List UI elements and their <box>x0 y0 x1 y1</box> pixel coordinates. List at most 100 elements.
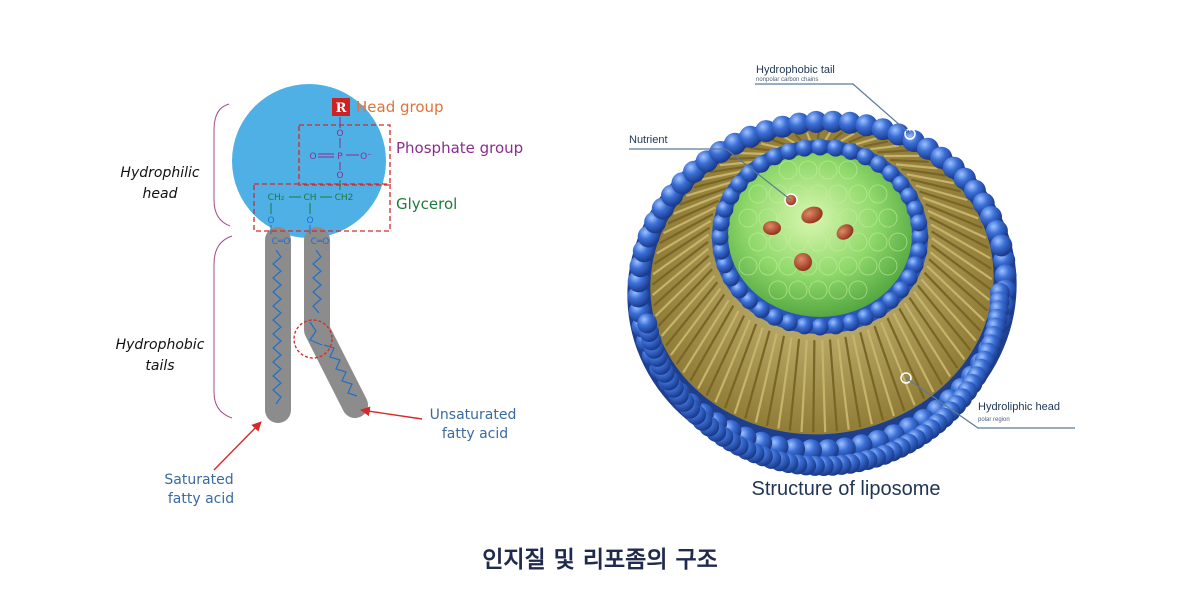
inner-head-bead <box>892 281 910 299</box>
core-cell <box>778 160 798 180</box>
tail-strand <box>675 293 726 365</box>
inner-head-bead <box>842 142 860 160</box>
tail-strand <box>693 175 736 189</box>
saturated-arrow <box>213 421 262 471</box>
core-cell <box>798 160 818 180</box>
tail-strand <box>913 291 966 361</box>
tail-strand <box>701 170 741 181</box>
tail-strand <box>749 146 773 152</box>
inner-head-bead <box>730 281 748 299</box>
tail-strand <box>929 216 990 249</box>
nutrient-particle <box>801 206 823 224</box>
core-cell <box>858 256 878 276</box>
tail-strand <box>653 226 711 265</box>
tail-strand <box>652 254 710 307</box>
outer-head-bead <box>627 285 650 308</box>
core-cell <box>848 184 868 204</box>
nutrient-label: Nutrient <box>629 134 668 146</box>
tail-strand <box>927 209 987 239</box>
core-cell <box>738 256 758 276</box>
atom-o-double: O <box>309 152 316 162</box>
tail-strand <box>714 319 751 403</box>
tail-strand <box>697 310 740 390</box>
tail-strand <box>923 271 982 332</box>
saturated-label-1: Saturated <box>164 472 233 488</box>
unsaturated-tail <box>304 227 368 418</box>
tail-callout-dot <box>904 128 916 140</box>
tail-strand <box>848 134 867 144</box>
outer-head-bead <box>990 234 1013 257</box>
inner-head-bead <box>811 138 829 156</box>
tail-strand <box>805 132 812 141</box>
inner-head-bead <box>766 308 784 326</box>
core-cell <box>758 256 778 276</box>
hydrophobic-tails-label-1: Hydrophobic <box>116 337 205 353</box>
inner-head-bead <box>766 148 784 166</box>
hydrophobic-bracket <box>213 235 233 419</box>
core-cell <box>738 208 758 228</box>
tail-strand <box>682 299 730 374</box>
core-cell <box>858 208 878 228</box>
tail-strand <box>925 203 983 230</box>
core-texture <box>738 160 908 300</box>
atom-o-minus: O⁻ <box>360 152 372 162</box>
tail-strand <box>928 258 989 312</box>
figure-caption: 인지질 및 리포좀의 구조 <box>482 547 718 573</box>
core-cell <box>868 232 888 252</box>
tail-strand <box>832 131 844 141</box>
carbonyl-left: C═O <box>272 237 291 247</box>
tail-strand <box>906 173 954 185</box>
inner-head-bead <box>906 256 924 274</box>
inner-head-bead <box>740 164 758 182</box>
hydrophilic-head-label-2: head <box>143 186 178 202</box>
r-badge <box>332 98 350 116</box>
inner-head-bead <box>827 139 845 157</box>
tail-strand <box>836 338 850 430</box>
atom-o-ester-right: O <box>306 216 313 226</box>
inner-head-bead <box>752 301 770 319</box>
tail-callout-line <box>755 83 911 135</box>
glycerol-box <box>253 183 391 232</box>
tail-strand <box>844 336 862 428</box>
inner-head-bead <box>795 317 813 335</box>
head-group-label: Head group <box>356 98 444 116</box>
outer-head-bead <box>822 110 844 133</box>
liposome-diagram: Hydrophobic tail nonpolar carbon chains … <box>627 64 1075 500</box>
inner-head-bead <box>716 256 734 274</box>
inner-head-bead <box>856 308 874 326</box>
inner-head-bead <box>712 242 730 260</box>
inner-head-bead <box>882 292 900 310</box>
core-cell <box>788 232 808 252</box>
inner-head-bead <box>900 187 918 205</box>
tail-strand <box>824 131 832 141</box>
inner-head-bead <box>712 214 730 232</box>
glycerol-label: Glycerol <box>396 195 457 213</box>
tail-strand <box>783 135 796 145</box>
tail-strand <box>880 321 916 406</box>
tail-strand <box>673 193 723 215</box>
outer-head-bead <box>771 115 794 138</box>
head-callout-dot <box>900 372 912 384</box>
tail-strand <box>901 168 947 177</box>
hydrophilic-head-sublabel: polar region <box>978 417 1010 423</box>
tail-strand <box>917 284 972 351</box>
liposome-title: Structure of liposome <box>752 478 941 500</box>
tail-strand <box>689 305 735 382</box>
unsaturated-label-1: Unsaturated <box>430 407 517 423</box>
atom-ch: CH <box>303 193 316 203</box>
atom-o-top: O <box>336 129 343 139</box>
tail-strand <box>651 240 709 286</box>
tail-strand <box>816 131 820 141</box>
saturated-chain-zigzag <box>272 249 282 405</box>
tail-strand <box>931 237 993 281</box>
inner-head-bead <box>900 269 918 287</box>
inner-head-bead <box>910 242 928 260</box>
tail-strand <box>754 333 778 423</box>
tail-strand <box>652 233 710 276</box>
atom-o-ester-left: O <box>267 216 274 226</box>
core-cell <box>768 184 788 204</box>
tail-strand <box>651 247 710 297</box>
core-cell <box>808 232 828 252</box>
tail-strand <box>931 230 992 270</box>
